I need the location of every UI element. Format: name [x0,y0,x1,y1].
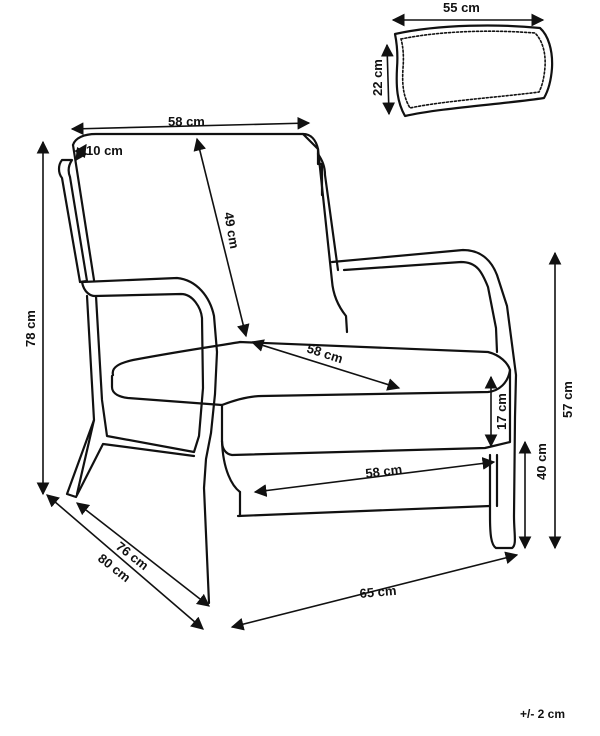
total-width-label: 65 cm [359,583,397,601]
pillow-drawing [393,24,554,118]
tolerance-label: +/- 2 cm [520,707,565,721]
pillow-height-label: 22 cm [370,59,385,96]
dimension-labels: 55 cm 22 cm 58 cm 10 cm 49 cm 78 cm 58 c… [23,0,575,721]
total-height-label: 78 cm [23,310,38,347]
seat-cushion-height-label: 17 cm [494,393,509,430]
dimension-lines [36,13,562,631]
arm-height-label: 57 cm [560,381,575,418]
seat-height-label: 40 cm [534,443,549,480]
back-height-label: 49 cm [221,211,242,250]
armchair-drawing [57,132,518,605]
seat-width-label: 58 cm [365,462,403,481]
back-width-label: 58 cm [168,114,205,129]
frame-depth-label: 10 cm [86,143,123,158]
pillow-width-label: 55 cm [443,0,480,15]
